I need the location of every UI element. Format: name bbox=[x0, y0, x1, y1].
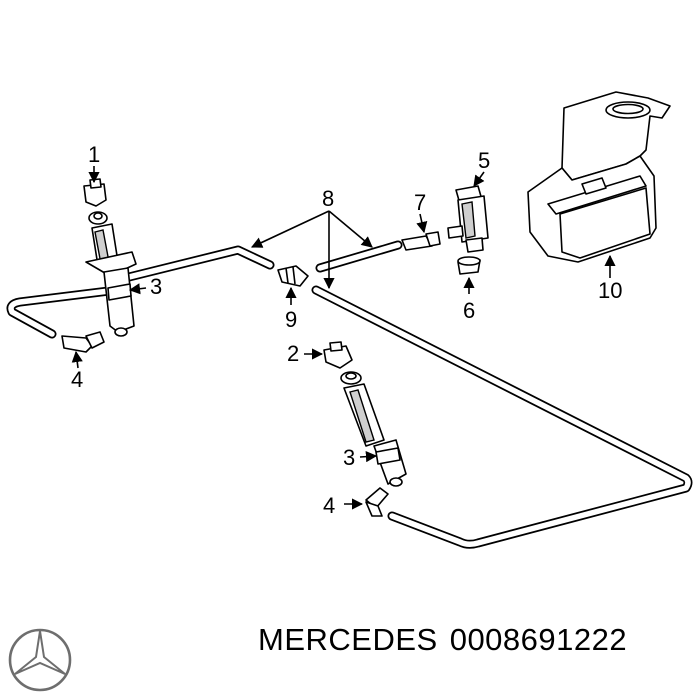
telescopic-cylinder-left bbox=[85, 223, 137, 337]
callout-7: 7 bbox=[414, 190, 426, 215]
hose-upper-main bbox=[120, 245, 275, 283]
callout-4-right: 4 bbox=[323, 493, 335, 518]
brand-part-number: MERCEDES 0008691222 bbox=[258, 622, 639, 658]
connector-9 bbox=[277, 265, 309, 287]
connector-4-right bbox=[365, 487, 389, 517]
callout-6: 6 bbox=[463, 298, 475, 323]
grommet-6 bbox=[457, 256, 481, 275]
telescopic-cylinder-right bbox=[343, 383, 407, 487]
nozzle-2 bbox=[323, 341, 362, 385]
washer-reservoir-10 bbox=[527, 91, 671, 263]
part-number: 0008691222 bbox=[449, 622, 628, 657]
brand-name: MERCEDES bbox=[258, 622, 438, 657]
callout-2: 2 bbox=[287, 341, 299, 366]
callout-3-right: 3 bbox=[343, 445, 355, 470]
callout-8: 8 bbox=[322, 186, 334, 211]
callout-5: 5 bbox=[478, 148, 490, 173]
hose-left-loop bbox=[6, 284, 130, 339]
connector-7 bbox=[401, 231, 441, 251]
nozzle-1 bbox=[83, 178, 108, 225]
callout-3-left: 3 bbox=[150, 274, 162, 299]
callout-1: 1 bbox=[88, 142, 100, 167]
callout-9: 9 bbox=[285, 307, 297, 332]
callout-10: 10 bbox=[598, 278, 622, 303]
callout-4-left: 4 bbox=[71, 367, 83, 392]
hose-upper-right bbox=[315, 240, 403, 273]
hose-long-lower bbox=[311, 285, 693, 549]
connector-4-left bbox=[61, 331, 105, 353]
washer-pump-5 bbox=[447, 185, 489, 253]
mercedes-star-logo-icon bbox=[8, 628, 72, 692]
